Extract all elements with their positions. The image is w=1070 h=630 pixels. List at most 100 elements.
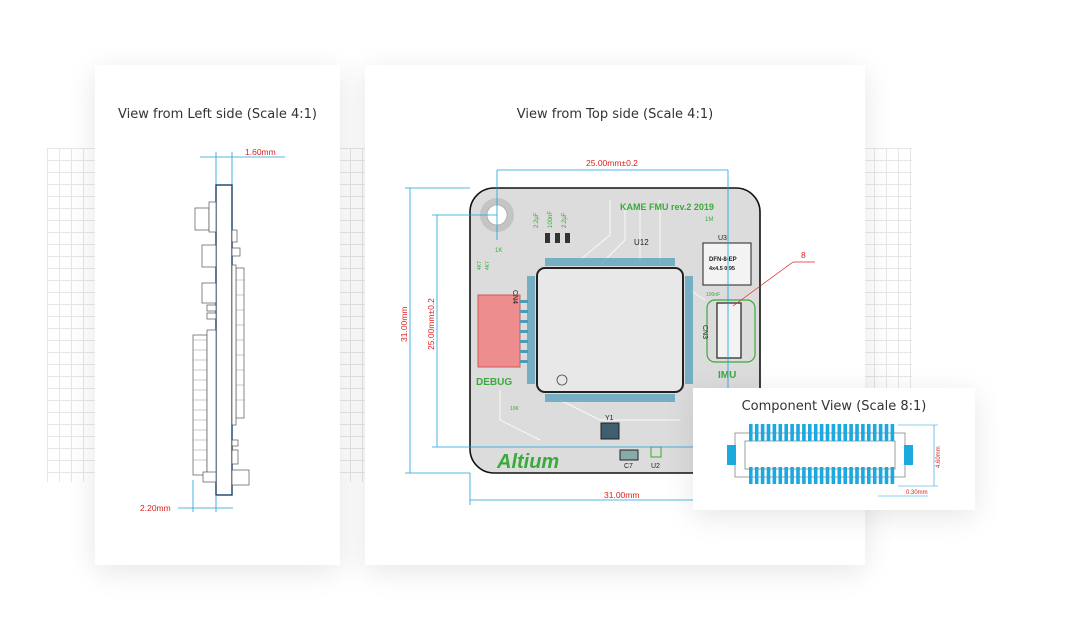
callout-number: 8 <box>801 250 806 260</box>
label-cn3: CN3 <box>701 325 708 339</box>
label-r2: 4K7 <box>477 261 483 270</box>
connector-pin <box>819 467 824 484</box>
left-view-card: View from Left side (Scale 4:1) 1.60mm <box>95 65 340 565</box>
connector-pin <box>784 467 788 484</box>
smd-caps <box>545 233 570 243</box>
top-view-card: View from Top side (Scale 4:1) U12 KAME … <box>365 65 865 565</box>
connector-pin <box>813 467 818 484</box>
connector-pin <box>878 467 883 484</box>
connector-pin <box>855 467 859 484</box>
cn3-outline <box>706 299 756 363</box>
cn4-pins <box>520 300 528 363</box>
connector-pin <box>760 467 765 484</box>
pin1-marker <box>556 374 568 386</box>
label-cn4: CN4 <box>511 290 518 304</box>
connector-pin <box>819 424 824 441</box>
dim-left-outer: 31.00mm <box>399 307 409 342</box>
label-10k: 10K <box>510 406 520 412</box>
connector-pin <box>796 467 800 484</box>
board-title: KAME FMU rev.2 2019 <box>620 202 714 212</box>
top-side-components <box>231 229 250 486</box>
right-anchor-pad <box>904 445 913 465</box>
u3-package-size: 4x4.5 0.95 <box>709 266 735 272</box>
connector-pin <box>867 467 871 484</box>
connector-pin <box>861 467 865 484</box>
connector-pin <box>825 424 830 441</box>
connector-pin <box>772 424 777 441</box>
top-view-title: View from Top side (Scale 4:1) <box>516 107 714 122</box>
connector-pin <box>808 467 812 484</box>
background-grid-left <box>47 148 97 482</box>
label-u3: U3 <box>718 235 727 242</box>
label-cap2: 100nF <box>548 211 554 228</box>
dim-height: 4.60mm <box>936 446 942 468</box>
u3-chip <box>702 242 752 286</box>
altium-logo: Altium <box>496 451 559 473</box>
connector-pin <box>825 467 830 484</box>
connector-pin <box>831 424 836 441</box>
connector-pin <box>754 467 759 484</box>
dim-bottom-width: 31.00mm <box>604 490 639 500</box>
connector-pin <box>831 467 836 484</box>
dim-bottom: 2.20mm <box>140 503 171 513</box>
connector-pin <box>890 424 895 441</box>
label-m1: 1M <box>705 217 713 223</box>
connector-pin <box>796 424 800 441</box>
connector-pin <box>790 467 794 484</box>
connector-pin <box>772 467 777 484</box>
y1-crystal <box>600 422 620 440</box>
connector-pin <box>855 424 859 441</box>
connector-pin <box>843 467 847 484</box>
connector-pin <box>872 467 877 484</box>
connector-pin <box>837 467 842 484</box>
connector-pin <box>766 467 771 484</box>
bottom-connector-pins <box>193 339 207 461</box>
left-anchor-pad <box>727 445 736 465</box>
connector-pin <box>872 424 877 441</box>
connector-inner <box>744 440 896 470</box>
connector-pin <box>843 424 847 441</box>
dim-left-inner: 25.00mm±0.2 <box>426 298 436 350</box>
connector-pin <box>849 467 853 484</box>
connector-pin <box>790 424 794 441</box>
connector-pin <box>878 424 883 441</box>
label-c7: C7 <box>624 463 633 470</box>
label-u2: U2 <box>651 463 660 470</box>
connector-pin <box>749 467 753 484</box>
connector-pin <box>813 424 818 441</box>
dim-top: 25.00mm±0.2 <box>586 158 638 168</box>
label-y1: Y1 <box>605 415 614 422</box>
pcb-edge <box>215 184 233 496</box>
connector-pin <box>760 424 765 441</box>
label-imu: IMU <box>718 370 736 381</box>
connector-pin <box>884 424 889 441</box>
connector-pins <box>749 424 895 484</box>
left-side-drawing: 1.60mm 2.20 <box>140 147 285 513</box>
connector-pin <box>890 467 895 484</box>
connector-pin <box>766 424 771 441</box>
label-100nf: 100nF <box>706 292 720 298</box>
connector-pin <box>778 424 783 441</box>
connector-pin <box>802 467 806 484</box>
left-view-title: View from Left side (Scale 4:1) <box>118 107 317 122</box>
connector-pin <box>808 424 812 441</box>
dim-pitch: 0.30mm <box>906 490 928 496</box>
component-view-title: Component View (Scale 8:1) <box>741 399 927 414</box>
cn4-connector <box>477 294 521 368</box>
label-cap3: 2.2µF <box>562 212 568 228</box>
dim-thickness: 1.60mm <box>245 147 276 157</box>
connector-pin <box>849 424 853 441</box>
component-drawing: 4.60mm 0.30mm <box>727 424 942 497</box>
top-side-drawing: U12 KAME FMU rev.2 2019 2.2µF 100nF 2.2µ… <box>399 158 815 505</box>
label-u12: U12 <box>634 238 649 247</box>
connector-pin <box>778 467 783 484</box>
component-view-card: Component View (Scale 8:1) 4.60mm 0.30mm <box>693 388 975 510</box>
connector-pin <box>861 424 865 441</box>
label-cap1: 2.2µF <box>534 212 540 228</box>
connector-pin <box>784 424 788 441</box>
top-connector-pins <box>236 279 244 401</box>
c7-capacitor <box>619 449 639 461</box>
label-r3: 4K7 <box>485 261 491 270</box>
label-debug: DEBUG <box>476 377 512 388</box>
connector-pin <box>884 467 889 484</box>
